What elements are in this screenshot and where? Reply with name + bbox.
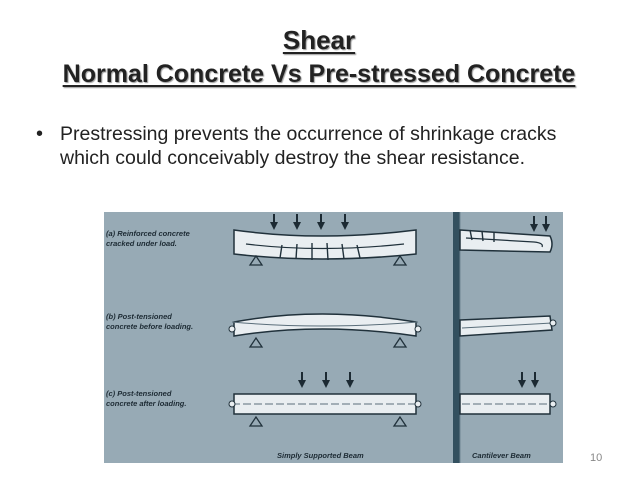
page-number: 10: [590, 452, 603, 464]
label-c-line1: (c) Post-tensioned: [106, 389, 172, 398]
label-b-line1: (b) Post-tensioned: [106, 312, 172, 321]
label-a-line1: (a) Reinforced concrete: [106, 229, 190, 238]
bullet-item: • Prestressing prevents the occurrence o…: [36, 122, 596, 170]
simple-beam-a: [233, 214, 417, 266]
caption-simply-supported: Simply Supported Beam: [277, 451, 364, 460]
cantilever-wall: [453, 212, 461, 463]
label-a-line2: cracked under load.: [106, 239, 177, 248]
label-a: (a) Reinforced concrete cracked under lo…: [106, 229, 192, 248]
simple-beam-b: [228, 313, 422, 348]
slide-title: Shear: [282, 25, 356, 55]
beam-diagram: (a) Reinforced concrete cracked under lo…: [106, 212, 557, 463]
caption-cantilever: Cantilever Beam: [472, 451, 531, 460]
label-c: (c) Post-tensioned concrete after loadin…: [106, 389, 186, 408]
cantilever-beam-c: [459, 372, 557, 415]
label-b: (b) Post-tensioned concrete before loadi…: [106, 312, 193, 331]
label-b-line2: concrete before loading.: [106, 322, 193, 331]
cantilever-beam-b: [459, 315, 557, 337]
label-c-line2: concrete after loading.: [106, 399, 186, 408]
beam-diagram-figure: (a) Reinforced concrete cracked under lo…: [104, 212, 563, 463]
bullet-text: Prestressing prevents the occurrence of …: [60, 123, 557, 169]
slide-subtitle: Normal Concrete Vs Pre-stressed Concrete: [62, 60, 576, 88]
cantilever-beam-a: [459, 216, 553, 253]
simple-beam-c: [228, 372, 422, 427]
bullet-icon: •: [36, 123, 44, 145]
